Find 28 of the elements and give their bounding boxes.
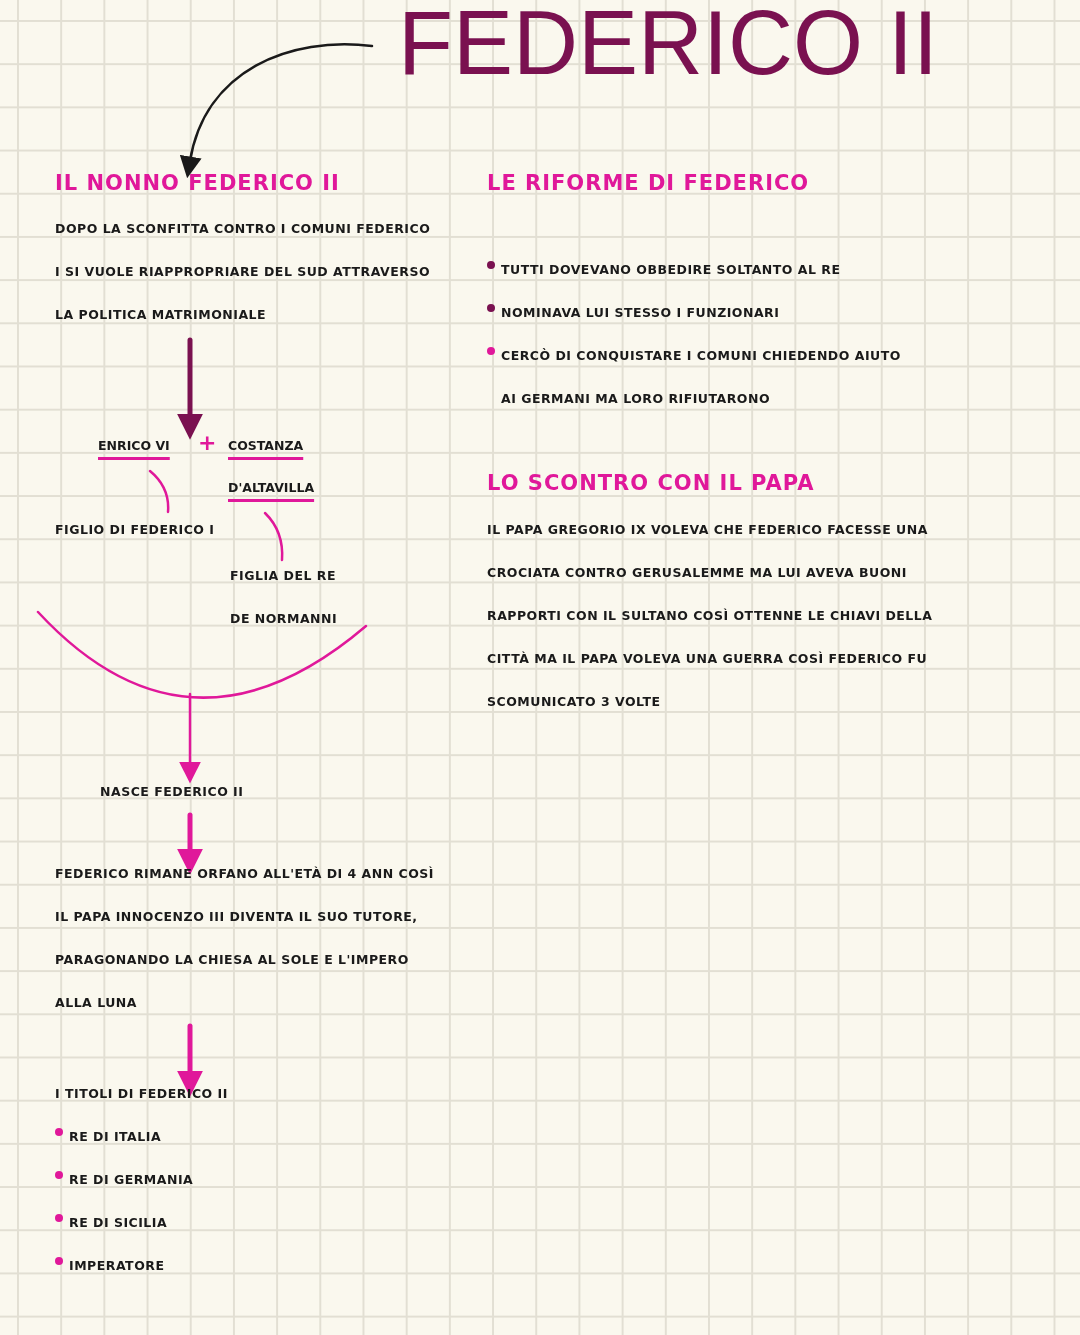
list-item: RE DI GERMANIA — [55, 1158, 315, 1201]
arrow — [177, 1023, 203, 1097]
arrow — [179, 692, 201, 784]
paragraph: DOPO LA SCONFITTA CONTRO I COMUNI FEDERICO I SI VUOLE RIAPPROPRIARE DEL SUD ATTRAVERSO LA POLITICA MATRIMONIALE — [55, 220, 432, 324]
list-item: CERCÒ DI CONQUISTARE I COMUNI CHIEDENDO AIUTO AI GERMANI MA LORO RIFIUTARONO — [487, 334, 907, 420]
connector-line — [148, 469, 170, 514]
section-heading: IL NONNO FEDERICO II — [55, 170, 341, 197]
paragraph: FEDERICO RIMANE ORFANO ALL'ETÀ DI 4 ANN COSÌ IL PAPA INNOCENZO III DIVENTA IL SUO TUTORE, PARAGONANDO LA CHIESA AL SOLE E L'IMPERO ALLA LUNA — [55, 865, 435, 1012]
arrow — [177, 812, 203, 875]
plus-sign: + — [198, 430, 217, 455]
caption-text: FIGLIA DEL RE DE NORMANNI — [230, 567, 339, 628]
section-heading: LE RIFORME DI FEDERICO — [487, 170, 810, 197]
list-item: TUTTI DOVEVANO OBBEDIRE SOLTANTO AL RE — [487, 248, 907, 291]
underlined-name: ENRICO VI — [98, 437, 171, 455]
caption-text: FIGLIO DI FEDERICO I — [55, 521, 216, 539]
list-item: RE DI SICILIA — [55, 1201, 315, 1244]
list-item: RE DI ITALIA — [55, 1115, 315, 1158]
arrow — [177, 337, 203, 440]
paragraph: NASCE FEDERICO II — [100, 783, 245, 801]
list-item: NOMINAVA LUI STESSO I FUNZIONARI — [487, 291, 907, 334]
list-heading: I TITOLI DI FEDERICO II — [55, 1085, 229, 1103]
connector-line — [263, 511, 284, 562]
arrow — [180, 43, 374, 179]
paragraph: IL PAPA GREGORIO IX VOLEVA CHE FEDERICO FACESSE UNA CROCIATA CONTRO GERUSALEMME MA LUI AVEVA BUONI RAPPORTI CON IL SULTANO COSÌ OTTENNE LE CHIAVI DELLA CITTÀ MA IL PAPA VOLEVA UNA GUERRA COSÌ FEDERICO FU SCOMUNICATO 3 VOLTE — [487, 521, 934, 711]
section-heading: LO SCONTRO CON IL PAPA — [487, 470, 815, 497]
page-title: FEDERICO II — [398, 0, 939, 95]
list-item: IMPERATORE — [55, 1244, 315, 1287]
underlined-name: COSTANZA D'ALTAVILLA — [228, 437, 316, 497]
